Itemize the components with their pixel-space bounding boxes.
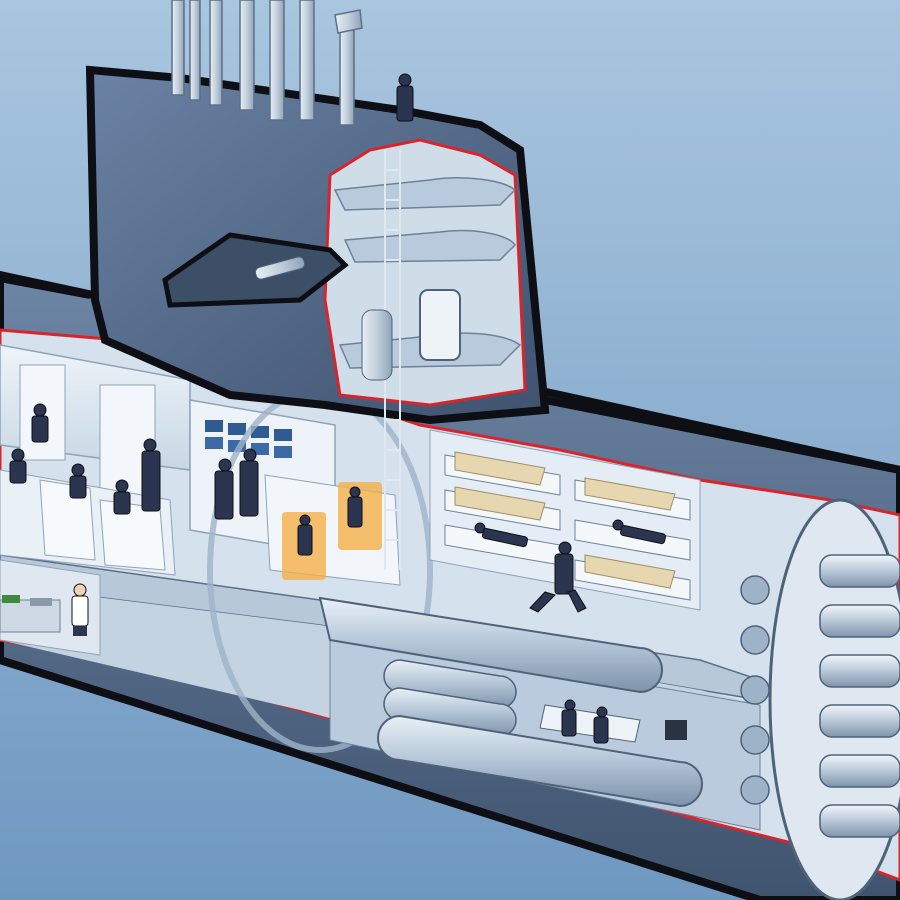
torpedo-tubes (740, 498, 900, 900)
periscope-eyepiece (254, 256, 306, 280)
cook-figure (71, 583, 89, 636)
bunk-icon (444, 451, 691, 601)
sail-window (162, 232, 349, 308)
bunk-room (429, 429, 701, 611)
escape-pod (361, 309, 393, 381)
crew-member-icon (9, 73, 666, 744)
forward-compartments (0, 344, 191, 656)
sail-hatch (419, 289, 461, 361)
heads-compartment (264, 474, 401, 586)
torpedo-room (318, 596, 761, 831)
hull-upper-edge (0, 274, 900, 474)
periscope-icon (171, 0, 363, 126)
torpedo-icon (318, 596, 703, 808)
